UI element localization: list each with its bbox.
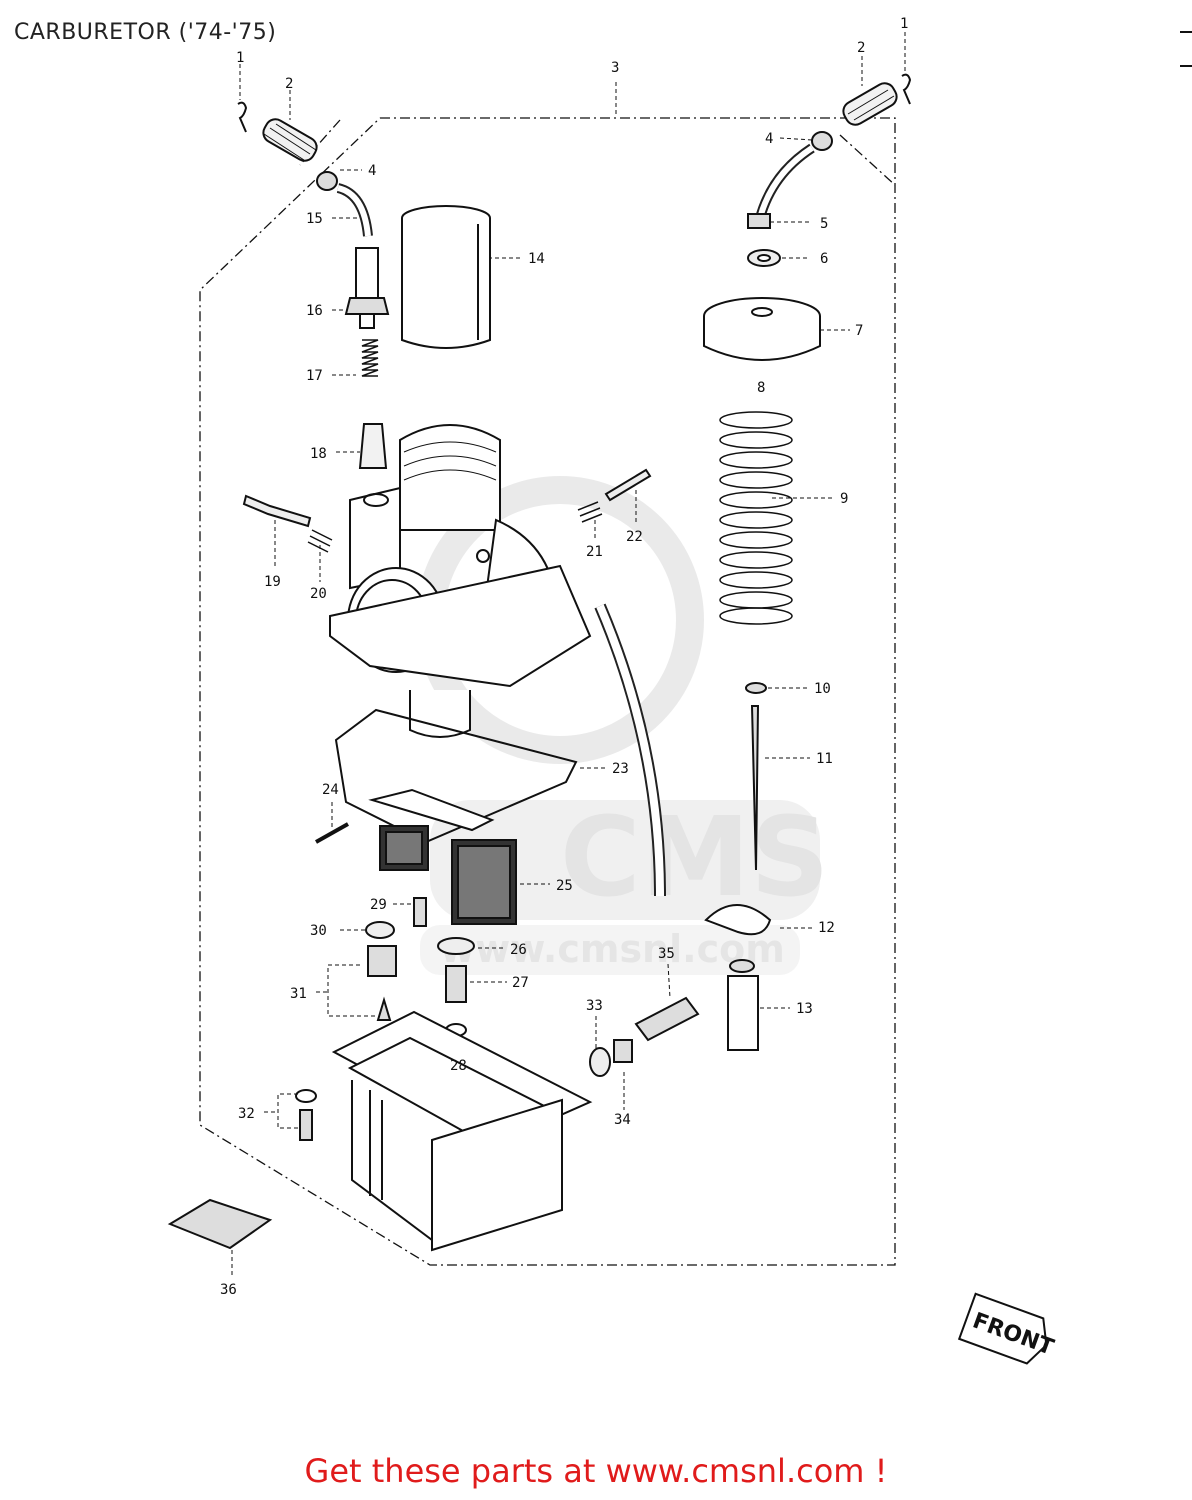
callout-32: 32	[238, 1106, 255, 1122]
callout-7: 7	[855, 323, 863, 339]
leader-lines	[231, 32, 906, 1278]
clip-right	[901, 73, 912, 105]
float-25	[368, 788, 517, 925]
callout-15: 15	[306, 211, 323, 227]
fuel-filter-right	[842, 82, 898, 126]
callout-12: 12	[818, 920, 835, 936]
fuel-filter-left	[262, 118, 318, 162]
parts	[167, 73, 912, 1252]
jet-needle-11	[750, 705, 760, 871]
needle-jet-18	[358, 423, 388, 469]
bracket-31	[316, 964, 378, 1017]
cover-36	[167, 1198, 273, 1250]
callout-19: 19	[264, 574, 281, 590]
callout-14: 14	[528, 251, 545, 267]
callout-30: 30	[310, 923, 327, 939]
gasket-23	[334, 708, 578, 844]
callout-23: 23	[612, 761, 629, 777]
callout-4-left: 4	[368, 163, 376, 179]
needle-clip-10	[745, 682, 767, 694]
callout-10: 10	[814, 681, 831, 697]
callout-11: 11	[816, 751, 833, 767]
mixing-chamber-cap-7	[703, 297, 821, 361]
bracket-32	[264, 1093, 300, 1129]
assembly-outline	[199, 117, 896, 1266]
watermark-logo: CMS	[560, 793, 829, 921]
cms-watermark: CMS www.cmsnl.com	[416, 476, 829, 975]
callout-6: 6	[820, 251, 828, 267]
front-arrow-marker: FRONT	[957, 1292, 1057, 1365]
washer-33	[589, 1047, 611, 1077]
callout-16: 16	[306, 303, 323, 319]
cap-right	[811, 131, 833, 151]
callout-34: 34	[614, 1112, 631, 1128]
callout-4-right: 4	[765, 131, 773, 147]
screw-32	[299, 1109, 313, 1141]
needle-valve-seat	[344, 247, 390, 329]
callout-28: 28	[450, 1058, 467, 1074]
spring-17	[361, 339, 379, 377]
callout-22: 22	[626, 529, 643, 545]
callout-18: 18	[310, 446, 327, 462]
callout-26: 26	[510, 942, 527, 958]
callout-8: 8	[757, 380, 765, 396]
spring-20	[307, 529, 333, 553]
main-jet-29	[413, 897, 427, 927]
carburetor-body	[329, 424, 592, 738]
callout-33: 33	[586, 998, 603, 1014]
callout-21: 21	[586, 544, 603, 560]
spring-21	[577, 501, 603, 523]
washer-30	[365, 921, 395, 939]
clip-left	[237, 101, 248, 133]
callout-25: 25	[556, 878, 573, 894]
throttle-valve	[401, 205, 491, 349]
callout-17: 17	[306, 368, 323, 384]
drain-plug-31	[367, 945, 397, 977]
screw-34	[613, 1039, 633, 1063]
callout-1-right: 1	[900, 16, 908, 32]
float-bowl	[331, 1010, 593, 1252]
air-screw-19	[242, 494, 312, 528]
callout-13: 13	[796, 1001, 813, 1017]
watermark-url: www.cmsnl.com	[440, 927, 785, 971]
throttle-spring-9	[719, 411, 793, 625]
plate-12	[704, 904, 772, 936]
cap-left	[316, 171, 338, 191]
callout-36: 36	[220, 1282, 237, 1298]
edge-marks	[1180, 31, 1192, 67]
o-ring-26	[437, 937, 475, 955]
callout-labels: 1 2 3 4 1 2 4 5 6 7 8 9 10 11 12 13 14 1…	[220, 16, 908, 1298]
starter-plunger-13	[727, 959, 759, 1051]
callout-35: 35	[658, 946, 675, 962]
callout-20: 20	[310, 586, 327, 602]
callout-31: 31	[290, 986, 307, 1002]
callout-5: 5	[820, 216, 828, 232]
callout-2-right: 2	[857, 40, 865, 56]
washer-32	[295, 1089, 317, 1103]
callout-29: 29	[370, 897, 387, 913]
page-title: CARBURETOR ('74-'75)	[14, 20, 277, 45]
banjo-elbow-right	[755, 143, 815, 220]
callout-9: 9	[840, 491, 848, 507]
pilot-screw-22	[604, 468, 652, 502]
footer-link[interactable]: Get these parts at www.cmsnl.com !	[304, 1452, 888, 1490]
callout-24: 24	[322, 782, 339, 798]
callout-1-left: 1	[236, 50, 244, 66]
callout-27: 27	[512, 975, 529, 991]
jet-holder-27	[445, 965, 467, 1003]
float-pin-24	[315, 822, 349, 844]
banjo-35	[634, 996, 700, 1042]
callout-3: 3	[611, 60, 619, 76]
callout-2-left: 2	[285, 76, 293, 92]
